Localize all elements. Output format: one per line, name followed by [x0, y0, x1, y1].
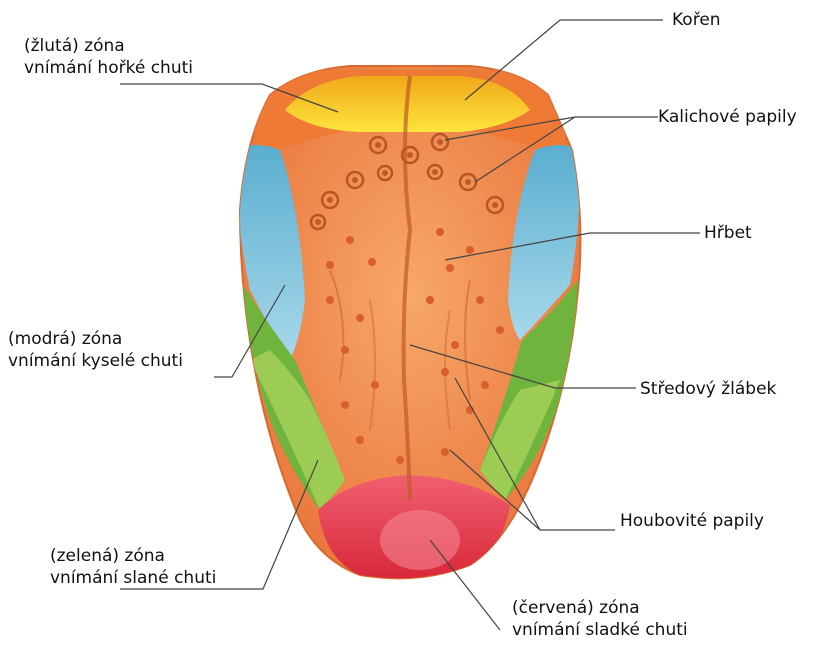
sour-zone-label-line1: (modrá) zóna	[8, 328, 183, 350]
bitter-zone-label-line1: (žlutá) zóna	[24, 35, 193, 57]
bitter-zone-label: (žlutá) zóna vnímání hořké chuti	[24, 35, 193, 79]
salty-zone-label-line1: (zelená) zóna	[50, 545, 216, 567]
sweet-zone-label: (červená) zóna vnímání sladké chuti	[512, 597, 688, 641]
salty-zone-label: (zelená) zóna vnímání slané chuti	[50, 545, 216, 589]
dorsum-label: Hřbet	[704, 222, 752, 244]
sour-zone-label-line2: vnímání kyselé chuti	[8, 350, 183, 372]
root-label: Kořen	[672, 9, 721, 31]
bitter-zone-label-line2: vnímání hořké chuti	[24, 57, 193, 79]
median-sulcus-label: Středový žlábek	[640, 378, 776, 400]
sweet-zone-label-line2: vnímání sladké chuti	[512, 619, 688, 641]
sour-zone-label: (modrá) zóna vnímání kyselé chuti	[8, 328, 183, 372]
fungiform-papillae-label: Houbovité papily	[620, 510, 764, 532]
salty-zone-label-line2: vnímání slané chuti	[50, 567, 216, 589]
sweet-zone-label-line1: (červená) zóna	[512, 597, 688, 619]
vallate-papillae-label: Kalichové papily	[658, 106, 797, 128]
